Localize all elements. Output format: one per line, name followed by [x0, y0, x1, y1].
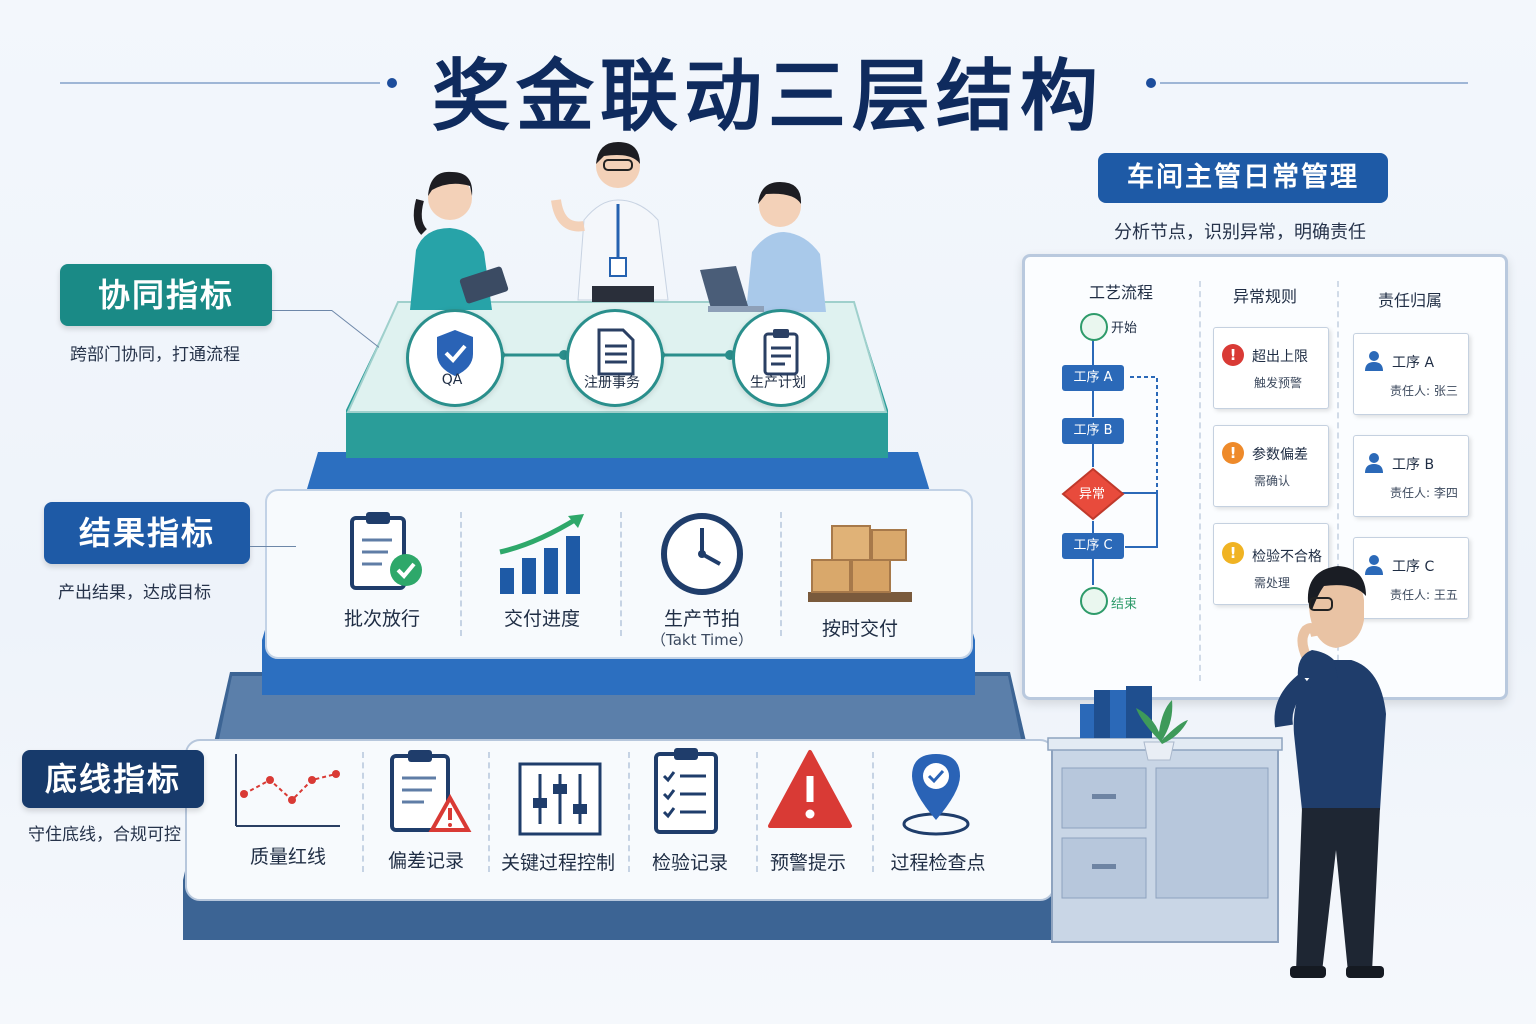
rule-note-1: ! 超出上限 触发预警: [1213, 327, 1329, 409]
baseline-warning-alert: 预警提示: [769, 852, 846, 874]
flow-step-c: 工序 C: [1062, 533, 1124, 559]
node-registration: [566, 309, 664, 407]
page-title: 奖金联动三层结构: [431, 52, 1104, 142]
baseline-quality-redline: 质量红线: [249, 846, 326, 868]
result-delivery-progress: 交付进度: [503, 608, 580, 630]
team-meeting-illustration: [410, 142, 826, 312]
baseline-key-process-control: 关键过程控制: [500, 852, 615, 874]
board-header-process: 工艺流程: [1088, 283, 1153, 302]
tier-label-results: 结果指标: [44, 502, 250, 564]
tier-subtitle-results: 产出结果，达成目标: [58, 583, 211, 603]
clock-icon: [661, 513, 743, 595]
tier-subtitle-baseline: 守住底线，合规可控: [28, 825, 181, 845]
owner-person-a: 责任人: 张三: [1390, 384, 1458, 398]
supervisor-office-illustration: [1047, 660, 1386, 978]
separator: [460, 512, 462, 636]
person-icon: [1365, 453, 1383, 473]
rule-body-1: 触发预警: [1254, 376, 1303, 390]
flowchart-connectors: [1061, 339, 1158, 585]
manager-title: 车间主管日常管理: [1098, 153, 1388, 203]
rule-title-1: 超出上限: [1252, 349, 1308, 365]
flow-start-node: [1080, 313, 1108, 341]
person-icon: [1365, 555, 1383, 575]
node-planning: [732, 309, 830, 407]
owner-note-b: 工序 B 责任人: 李四: [1353, 435, 1469, 517]
board-header-owners: 责任归属: [1377, 291, 1442, 310]
title-rule-right: [1160, 82, 1468, 84]
rule-title-2: 参数偏差: [1252, 447, 1308, 463]
rule-title-3: 检验不合格: [1252, 549, 1322, 565]
separator: [780, 512, 782, 636]
node-label-planning: 生产计划: [750, 375, 806, 391]
shield-check-icon: [437, 330, 473, 376]
rule-note-3: ! 检验不合格 需处理: [1213, 523, 1329, 605]
owner-person-c: 责任人: 王五: [1390, 588, 1458, 602]
sliders-icon: [518, 762, 602, 836]
owner-note-a: 工序 A 责任人: 张三: [1353, 333, 1469, 415]
owner-step-b: 工序 B: [1392, 457, 1435, 473]
connector-results: [250, 546, 296, 547]
boxes-pallet-icon: [808, 525, 912, 602]
supervisor-head: [1297, 566, 1366, 678]
separator: [1199, 281, 1201, 681]
owner-step-c: 工序 C: [1392, 559, 1435, 575]
node-label-registration: 注册事务: [584, 375, 640, 391]
separator: [488, 752, 490, 872]
person-icon: [1365, 351, 1383, 371]
document-icon: [597, 328, 635, 376]
result-takt-sub: （Takt Time）: [651, 631, 753, 649]
owner-note-c: 工序 C 责任人: 王五: [1353, 537, 1469, 619]
tier-label-baseline: 底线指标: [22, 750, 204, 808]
clipboard-check-icon: [350, 512, 422, 590]
flow-decision-label: 异常: [1079, 487, 1106, 502]
flow-start-label: 开始: [1111, 321, 1138, 336]
tier-middle-panel: [265, 489, 973, 659]
flow-end-node: [1080, 587, 1108, 615]
title-dot-left: [387, 78, 397, 88]
alert-yellow-icon: !: [1222, 542, 1244, 564]
location-check-icon: [902, 754, 970, 836]
board-header-rules: 异常规则: [1232, 287, 1297, 306]
result-batch-release: 批次放行: [343, 608, 420, 630]
node-label-qa: QA: [441, 372, 463, 388]
management-board: 工艺流程 异常规则 责任归属 开始 工序 A 工序 B 异常 工序 C 结束 !…: [1022, 254, 1508, 700]
title-dot-right: [1146, 78, 1156, 88]
alert-red-icon: !: [1222, 344, 1244, 366]
manager-subtitle: 分析节点，识别异常，明确责任: [1114, 222, 1366, 243]
warning-triangle-icon: [768, 750, 852, 828]
owner-step-a: 工序 A: [1392, 355, 1435, 371]
separator: [872, 752, 874, 872]
separator: [362, 752, 364, 872]
separator: [756, 752, 758, 872]
node-qa: [406, 309, 504, 407]
flow-step-a: 工序 A: [1062, 365, 1124, 391]
baseline-process-checkpoint: 过程检查点: [890, 852, 986, 874]
tier-label-collaboration: 协同指标: [60, 264, 272, 326]
separator: [1337, 281, 1339, 681]
line-chart-icon: [235, 754, 340, 827]
rule-note-2: ! 参数偏差 需确认: [1213, 425, 1329, 507]
baseline-deviation-record: 偏差记录: [387, 850, 464, 872]
connector-collaboration: [272, 310, 332, 311]
owner-person-b: 责任人: 李四: [1390, 486, 1458, 500]
tier-subtitle-collaboration: 跨部门协同，打通流程: [70, 345, 240, 365]
separator: [628, 752, 630, 872]
separator: [620, 512, 622, 636]
baseline-inspection-record: 检验记录: [651, 852, 728, 874]
rule-body-3: 需处理: [1254, 576, 1291, 590]
clipboard-icon: [763, 329, 799, 376]
alert-orange-icon: !: [1222, 442, 1244, 464]
rule-body-2: 需确认: [1254, 474, 1291, 488]
clipboard-warning-icon: [390, 750, 472, 832]
result-takt: 生产节拍: [663, 608, 740, 630]
flow-step-b: 工序 B: [1062, 418, 1124, 444]
title-rule-left: [60, 82, 380, 84]
result-on-time-delivery: 按时交付: [821, 618, 898, 640]
flow-end-label: 结束: [1111, 597, 1138, 612]
bar-chart-up-icon: [499, 514, 584, 594]
checklist-icon: [654, 748, 718, 834]
